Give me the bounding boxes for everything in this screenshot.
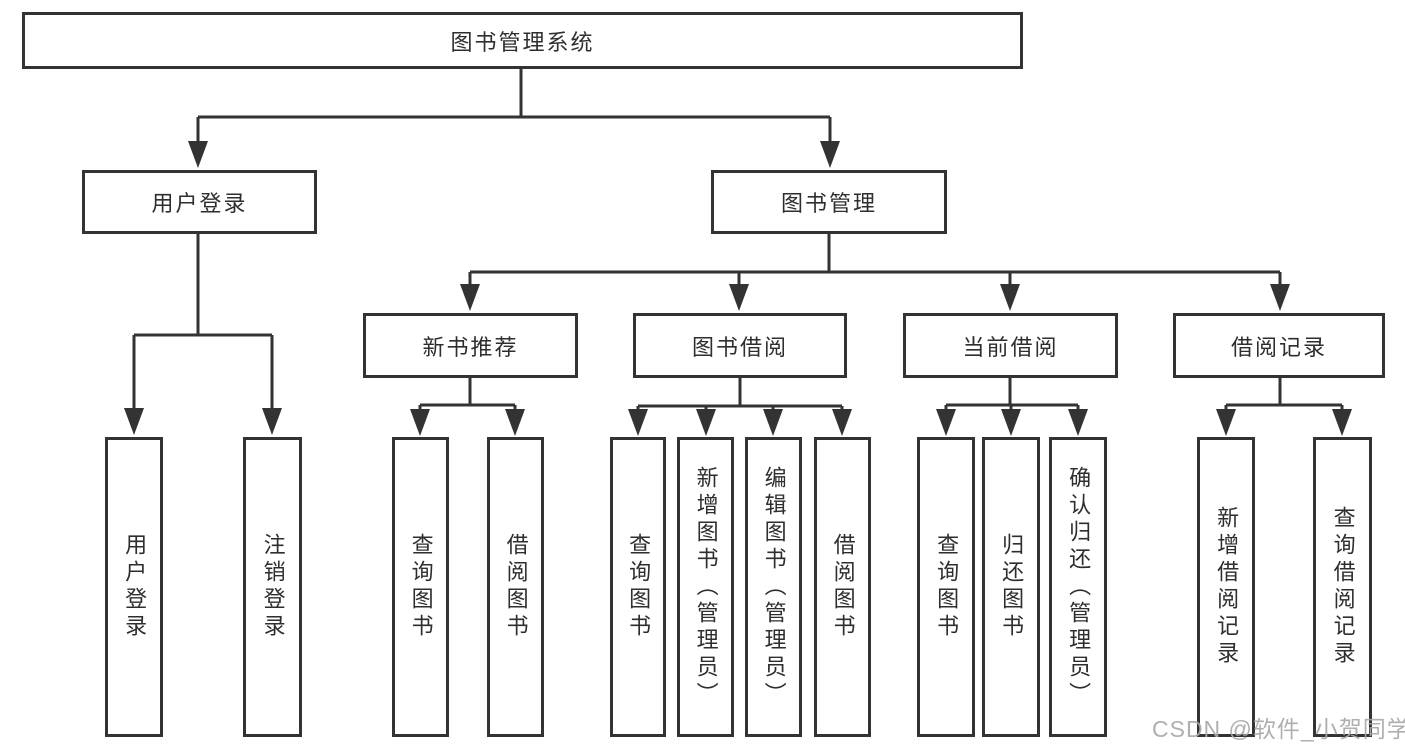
leaf-query-books-recommend: 查询图书 [392, 437, 449, 737]
leaf-query-books-borrowing: 查询图书 [610, 437, 666, 737]
node-borrowing-records: 借阅记录 [1173, 313, 1385, 378]
leaf-user-login: 用户登录 [105, 437, 163, 737]
node-library-system: 图书管理系统 [22, 12, 1023, 69]
node-user-login: 用户登录 [82, 170, 317, 234]
leaf-query-books-current: 查询图书 [917, 437, 975, 737]
leaf-add-books-admin: 新增图书（管理员） [677, 437, 734, 737]
leaf-confirm-return-admin: 确认归还（管理员） [1049, 437, 1107, 737]
node-current-borrowing: 当前借阅 [903, 313, 1118, 378]
leaf-edit-books-admin: 编辑图书（管理员） [745, 437, 802, 737]
leaf-borrow-books-recommend: 借阅图书 [487, 437, 544, 737]
csdn-watermark: CSDN @软件_小贺同学 [1152, 716, 1405, 742]
leaf-return-books: 归还图书 [982, 437, 1040, 737]
leaf-logout: 注销登录 [243, 437, 302, 737]
leaf-add-borrow-record: 新增借阅记录 [1197, 437, 1255, 737]
node-book-management: 图书管理 [711, 170, 947, 234]
leaf-query-borrow-record: 查询借阅记录 [1313, 437, 1372, 737]
node-book-borrowing: 图书借阅 [633, 313, 847, 378]
leaf-borrow-books-borrowing: 借阅图书 [814, 437, 871, 737]
node-new-book-recommend: 新书推荐 [363, 313, 578, 378]
